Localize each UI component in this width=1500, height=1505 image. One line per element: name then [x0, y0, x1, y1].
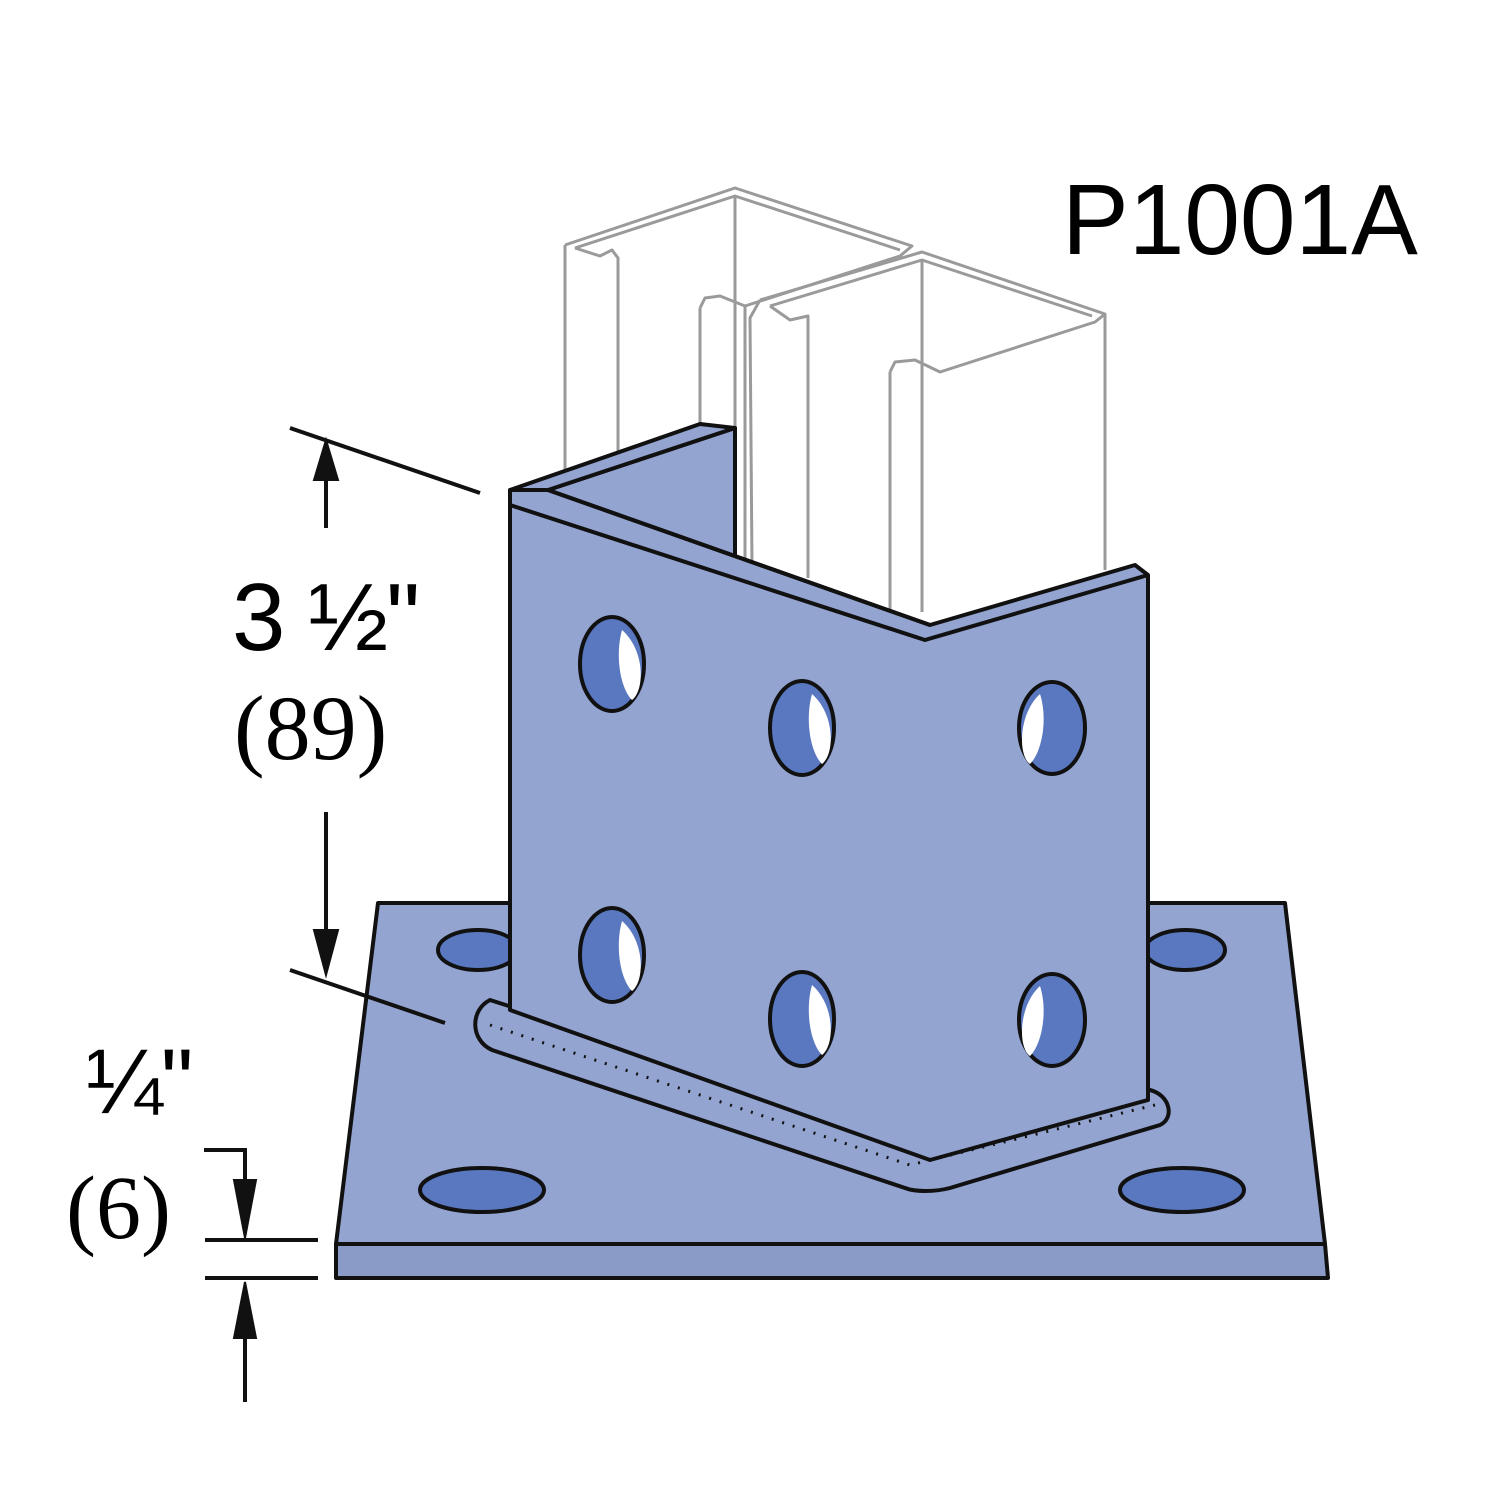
- post-hole: [768, 679, 836, 777]
- strut-channel-outline: [563, 186, 1107, 612]
- post: [508, 422, 1150, 1162]
- post-hole: [578, 615, 646, 713]
- plate-hole: [436, 928, 520, 972]
- post-holes: [578, 615, 1087, 1068]
- arrow-down-icon: [232, 1179, 258, 1239]
- plate-hole: [1118, 1166, 1246, 1214]
- extension-line: [289, 968, 446, 1025]
- part-number-label: P1001A: [1062, 164, 1418, 276]
- extension-line: [289, 426, 481, 495]
- dimension-line: [204, 1148, 247, 1180]
- post-hole: [578, 906, 646, 1004]
- post-hole: [1017, 972, 1087, 1068]
- arrow-up-icon: [232, 1281, 258, 1339]
- post-hole: [768, 970, 836, 1068]
- arrow-down-icon: [312, 929, 340, 979]
- plate-hole: [418, 1166, 546, 1214]
- height-dimension: [289, 426, 481, 1025]
- height-dimension-inches: 3 ½": [232, 564, 420, 671]
- thickness-dimension-mm: (6): [66, 1159, 171, 1258]
- plate-hole: [1143, 928, 1227, 972]
- thickness-dimension-inches: ¼": [86, 1031, 193, 1133]
- thickness-dimension: [204, 1148, 318, 1402]
- base-plate-holes: [418, 928, 1246, 1214]
- post-hole: [1017, 680, 1087, 776]
- height-dimension-mm: (89): [234, 677, 388, 779]
- arrow-up-icon: [312, 436, 340, 481]
